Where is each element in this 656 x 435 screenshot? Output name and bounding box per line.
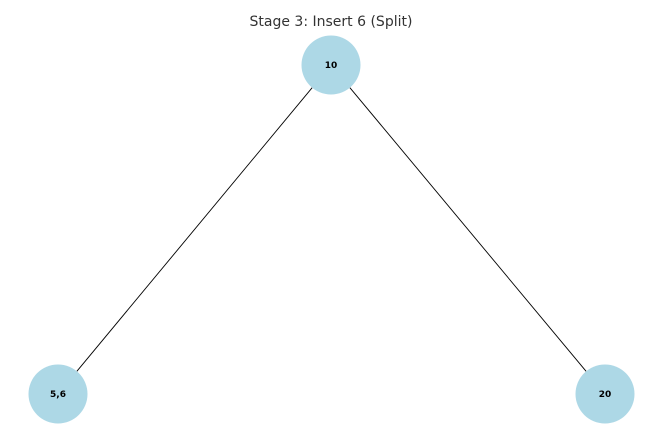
diagram-title: Stage 3: Insert 6 (Split) [250, 14, 413, 30]
node-label-right: 20 [599, 390, 612, 400]
edges-layer [76, 87, 587, 372]
node-circle-left [28, 364, 88, 424]
edge-root-right [349, 87, 587, 372]
node-circle-root [301, 35, 361, 95]
node-label-root: 10 [325, 61, 338, 71]
tree-node-right: 20 [575, 364, 635, 424]
nodes-layer: 10 5,6 20 [28, 35, 635, 424]
tree-node-root: 10 [301, 35, 361, 95]
edge-root-left [76, 87, 313, 372]
node-circle-right [575, 364, 635, 424]
node-label-left: 5,6 [50, 390, 66, 400]
tree-node-left: 5,6 [28, 364, 88, 424]
